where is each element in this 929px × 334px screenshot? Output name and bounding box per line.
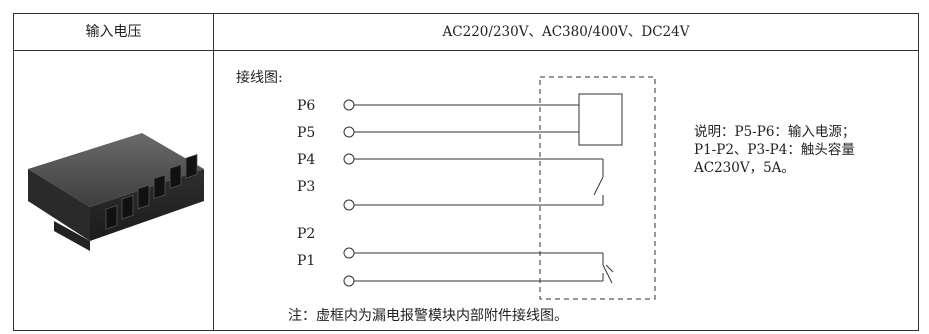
contact-p12-mark [605,264,614,273]
module-device-image [28,133,204,251]
contact-p34-blade [593,176,604,196]
terminal-p5 [343,126,355,138]
terminal-p1 [343,275,355,287]
pin-label-p5: P5 [297,125,316,141]
wiring-description: 说明：P5-P6：输入电源； P1-P2、P3-P4：触头容量 AC230V，5… [694,123,855,177]
diagram-note: 注：虚框内为漏电报警模块内部附件接线图。 [288,308,568,324]
description-line-1: 说明：P5-P6：输入电源； [694,124,856,140]
wiring-diagram: 接线图: P6 P5 P4 P3 P2 P1 [214,51,918,330]
input-voltage-value: AC220/230V、AC380/400V、DC24V [442,24,690,40]
description-line-3: AC230V，5A。 [694,160,795,176]
spec-table: 输入电压 AC220/230V、AC380/400V、DC24V [13,13,919,331]
row-divider [14,50,918,51]
column-divider [213,14,214,330]
terminal-p3 [343,199,355,211]
coil-box [578,93,623,146]
description-line-2: P1-P2、P3-P4：触头容量 [694,142,855,158]
terminal-p2 [343,247,355,259]
terminal-p6 [343,99,355,111]
terminal-p4 [343,153,355,165]
pin-label-p1: P1 [297,253,316,269]
pin-label-p4: P4 [297,152,316,168]
pin-label-p3: P3 [297,179,316,195]
pin-label-p2: P2 [297,226,316,242]
diagram-title: 接线图: [236,70,283,86]
pin-label-p6: P6 [297,98,316,114]
input-voltage-label: 输入电压 [85,24,142,40]
wiring-schematic [343,76,656,300]
module-boundary-frame [539,76,656,300]
contact-p12-blade [602,264,613,284]
module-photo [14,51,213,330]
